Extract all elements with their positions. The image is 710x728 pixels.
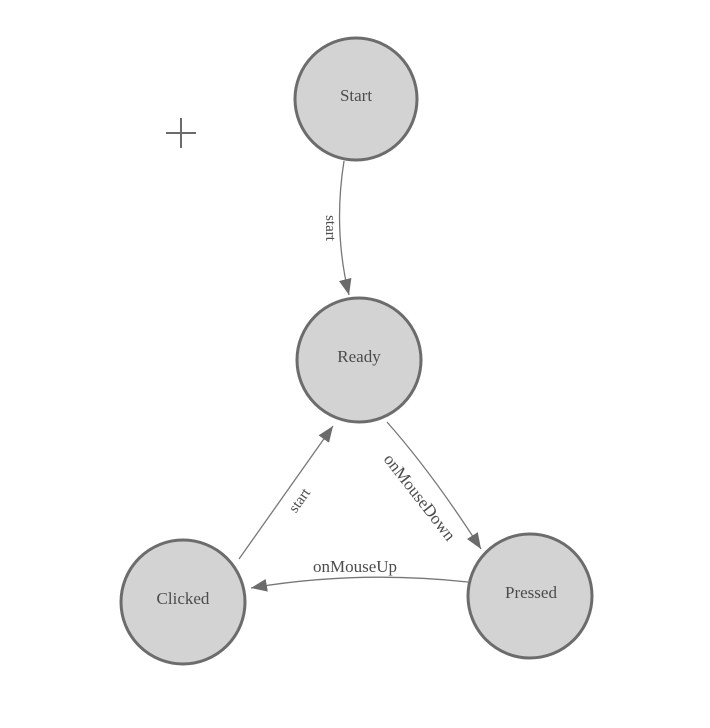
state-circle-ready[interactable]	[295, 296, 423, 424]
transition-edge-start-to-ready[interactable]	[338, 160, 352, 296]
transition-label-pressed-to-clicked: onMouseUp	[313, 557, 397, 576]
state-node-ready: Ready	[295, 296, 423, 424]
transition-label-clicked-to-ready: start	[286, 485, 314, 516]
state-circle-pressed[interactable]	[466, 532, 594, 660]
transition-edge-pressed-to-clicked[interactable]	[250, 576, 469, 592]
transition-edges	[238, 160, 482, 592]
state-node-clicked: Clicked	[119, 538, 247, 666]
state-label-clicked: Clicked	[157, 589, 210, 608]
state-label-start: Start	[340, 86, 372, 105]
state-label-pressed: Pressed	[505, 583, 557, 602]
state-circle-clicked[interactable]	[119, 538, 247, 666]
state-node-pressed: Pressed	[466, 532, 594, 660]
state-label-ready: Ready	[337, 347, 381, 366]
transition-label-ready-to-pressed: onMouseDown	[380, 450, 460, 545]
crosshair-icon	[166, 118, 196, 148]
transition-label-start-to-ready: start	[322, 215, 338, 242]
state-node-start: Start	[293, 36, 419, 162]
state-circle-start[interactable]	[293, 36, 419, 162]
transition-edge-ready-to-pressed[interactable]	[386, 421, 482, 550]
transition-edge-clicked-to-ready[interactable]	[238, 425, 334, 560]
